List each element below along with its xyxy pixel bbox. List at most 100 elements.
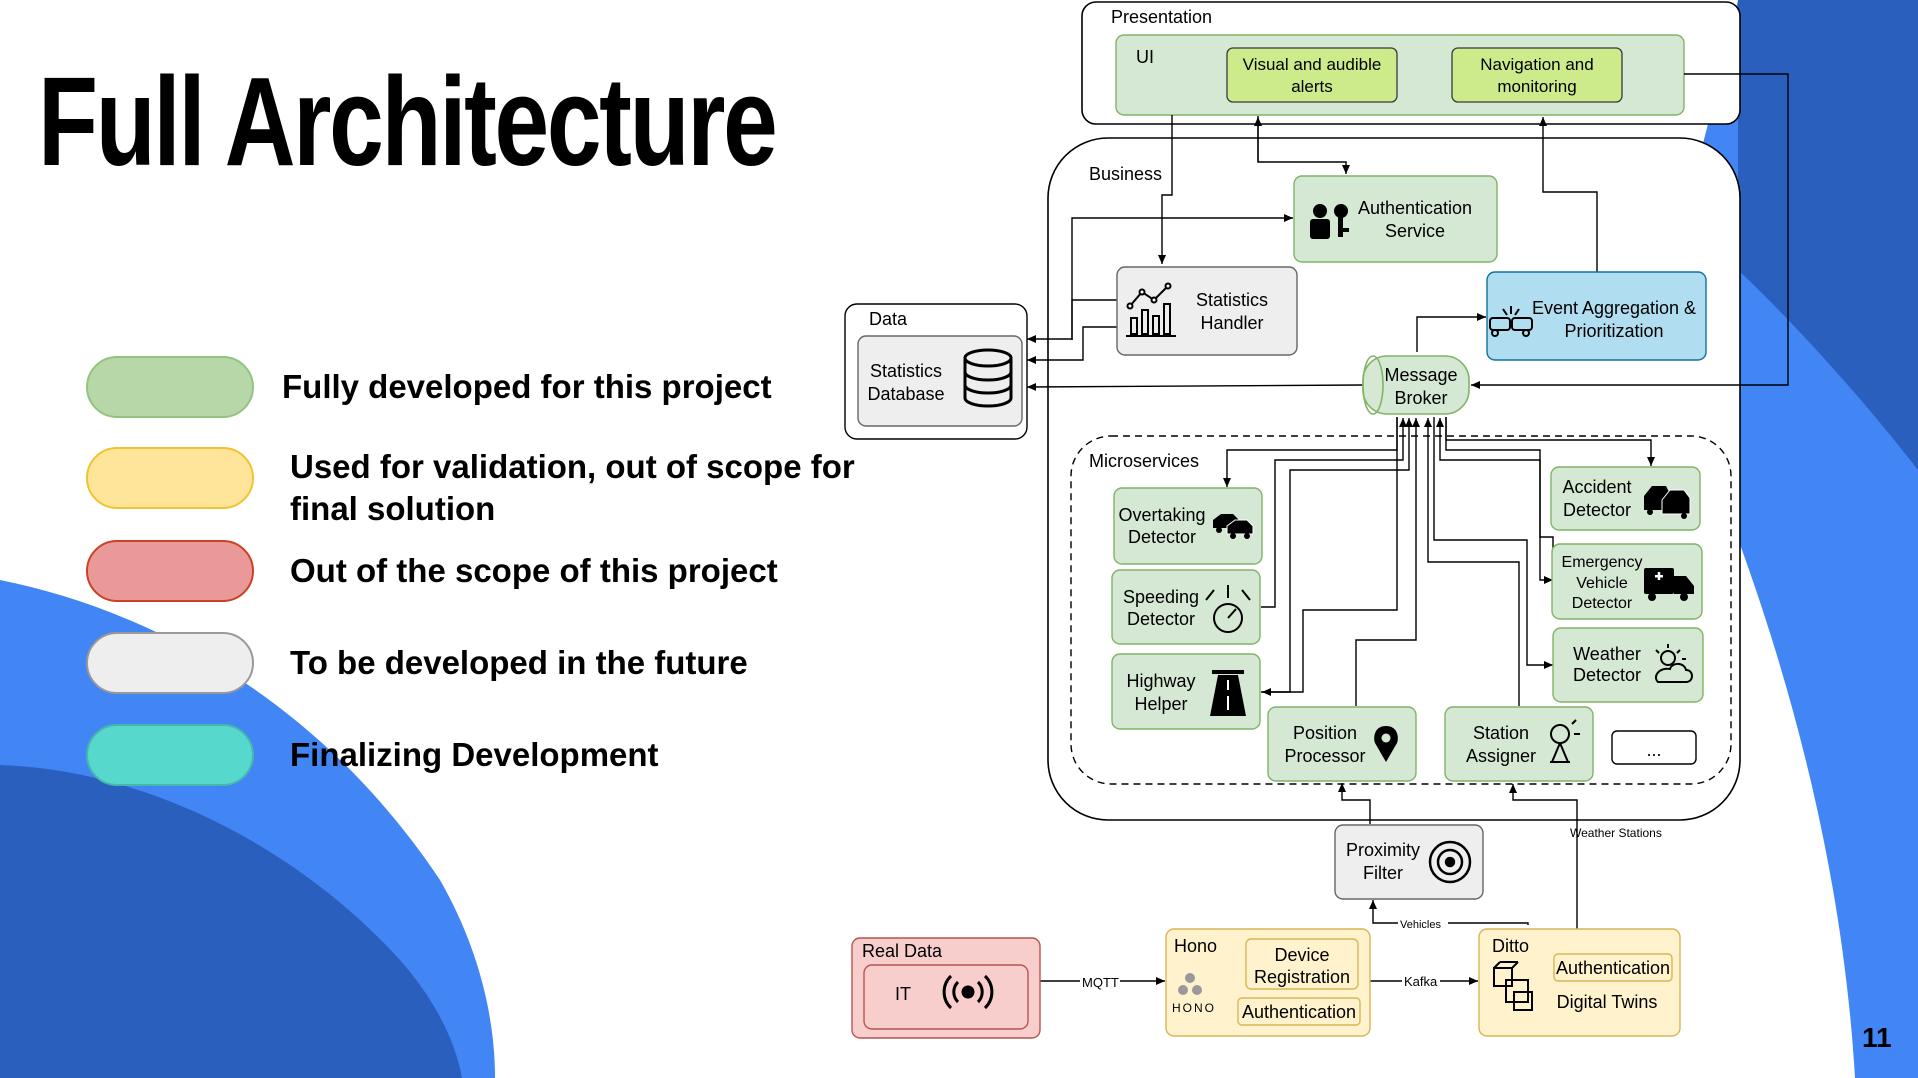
node-highway-helper[interactable]: Highway Helper — [1111, 653, 1261, 730]
hono-logo-text: HONO — [1172, 1001, 1216, 1015]
hono-logo-icon: HONO — [1172, 973, 1216, 1015]
node-statistics-database-line1: Statistics — [870, 361, 942, 381]
overtaking-cars-icon — [1213, 514, 1254, 539]
edge-message-broker-to-event-aggregation — [1416, 313, 1486, 352]
node-emergency-vehicle-detector-line1: Emergency — [1562, 554, 1643, 571]
node-statistics-database-line2: Database — [867, 384, 944, 404]
node-more-placeholder[interactable]: ... — [1611, 730, 1697, 765]
node-speeding-detector[interactable]: Speeding Detector — [1111, 569, 1261, 645]
node-event-aggregation-line2: Prioritization — [1564, 321, 1663, 341]
node-ditto-authentication: Authentication — [1556, 958, 1670, 978]
node-overtaking-detector-line1: Overtaking — [1118, 505, 1205, 525]
edge-station-assigner-to-broker — [1424, 418, 1520, 706]
edge-ui-to-statistics-handler — [1158, 115, 1173, 264]
node-ditto[interactable]: Ditto Authentication Digital Twins — [1478, 928, 1681, 1037]
legend-label-validation: Used for validation, out of scope for fi… — [290, 448, 855, 527]
hono-label: Hono — [1174, 936, 1217, 956]
node-visual-alerts-line2: alerts — [1291, 77, 1333, 96]
legend-label-out-of-scope: Out of the scope of this project — [290, 552, 778, 589]
edge-position-processor-to-broker — [1355, 418, 1420, 706]
node-statistics-handler-line1: Statistics — [1196, 290, 1268, 310]
node-navigation-line1: Navigation and — [1480, 55, 1593, 74]
node-emergency-vehicle-detector[interactable]: Emergency Vehicle Detector — [1551, 543, 1703, 620]
map-pin-icon — [1374, 726, 1398, 762]
node-position-processor-line1: Position — [1293, 723, 1357, 743]
page-number: 11 — [1862, 1022, 1892, 1053]
edge-ditto-to-station-assigner — [1509, 784, 1578, 929]
legend-label-future: To be developed in the future — [290, 644, 748, 681]
node-statistics-database[interactable]: Statistics Database — [857, 335, 1023, 427]
edge-label-mqtt: MQTT — [1082, 975, 1119, 990]
presentation-group-label: Presentation — [1111, 7, 1212, 27]
node-authentication-service[interactable]: Authentication Service — [1293, 175, 1498, 263]
node-speeding-detector-line1: Speeding — [1123, 587, 1199, 607]
legend-label-fully-developed: Fully developed for this project — [282, 368, 772, 405]
microservices-group: Microservices — [1070, 435, 1732, 785]
legend-swatch-future — [86, 632, 254, 694]
node-event-aggregation[interactable]: Event Aggregation & Prioritization — [1486, 271, 1707, 361]
database-icon — [963, 348, 1013, 408]
slide-title: Full Architecture — [38, 51, 778, 192]
node-event-aggregation-line1: Event Aggregation & — [1532, 298, 1696, 318]
highway-icon — [1210, 670, 1246, 716]
crash-icon — [1489, 306, 1533, 337]
node-hono[interactable]: Hono HONO Device Registration Authentica… — [1165, 928, 1371, 1037]
edge-proximity-to-position-processor — [1338, 783, 1371, 824]
data-group-label: Data — [869, 309, 908, 329]
edges — [1026, 73, 1789, 985]
legend-label-finalizing: Finalizing Development — [290, 736, 659, 773]
node-proximity-filter-line2: Filter — [1363, 863, 1403, 883]
node-digital-twins: Digital Twins — [1557, 992, 1658, 1012]
node-message-broker[interactable]: Message Broker — [1362, 355, 1470, 415]
node-emergency-vehicle-detector-line2: Vehicle — [1576, 575, 1628, 592]
weather-station-icon — [1550, 719, 1580, 763]
node-weather-detector[interactable]: Weather Detector — [1552, 627, 1704, 703]
node-device-registration-line2: Registration — [1254, 967, 1350, 987]
legend-swatch-finalizing — [86, 724, 254, 786]
node-more-label: ... — [1646, 740, 1661, 760]
node-message-broker-line2: Broker — [1394, 388, 1447, 408]
ditto-label: Ditto — [1492, 936, 1529, 956]
node-accident-detector-line2: Detector — [1563, 500, 1631, 520]
node-authentication-service-line1: Authentication — [1358, 198, 1472, 218]
node-message-broker-line1: Message — [1384, 365, 1457, 385]
broadcast-icon — [942, 974, 994, 1010]
legend-swatch-validation — [86, 447, 254, 509]
edge-event-aggregation-to-navigation — [1539, 117, 1598, 272]
microservices-group-label: Microservices — [1089, 451, 1199, 471]
node-statistics-handler[interactable]: Statistics Handler — [1116, 266, 1298, 356]
node-proximity-filter-line1: Proximity — [1346, 840, 1420, 860]
partly-cloudy-icon — [1654, 644, 1693, 683]
edge-statistics-handler-to-database-2 — [1027, 326, 1118, 364]
ui-group-label: UI — [1136, 47, 1154, 67]
node-accident-detector[interactable]: Accident Detector — [1550, 466, 1701, 531]
ambulance-icon — [1644, 568, 1694, 601]
node-proximity-filter[interactable]: Proximity Filter — [1334, 824, 1484, 900]
node-device-registration-line1: Device — [1274, 945, 1329, 965]
real-data-label: Real Data — [862, 941, 943, 961]
edge-ui-to-message-broker — [1471, 73, 1789, 389]
radar-icon — [1428, 840, 1472, 884]
edge-statistics-handler-to-database-1 — [1027, 299, 1118, 343]
speedometer-icon — [1205, 585, 1251, 633]
node-position-processor-line2: Processor — [1284, 746, 1365, 766]
edge-labels: MQTT Kafka Vehicles Weather Stations — [1080, 826, 1662, 990]
node-position-processor[interactable]: Position Processor — [1267, 706, 1417, 782]
node-hono-authentication: Authentication — [1242, 1002, 1356, 1022]
node-navigation-line2: monitoring — [1497, 77, 1576, 96]
business-group-label: Business — [1089, 164, 1162, 184]
node-navigation[interactable]: Navigation and monitoring — [1451, 47, 1623, 103]
car-crash-icon — [1644, 486, 1691, 519]
node-station-assigner[interactable]: Station Assigner — [1444, 706, 1594, 782]
node-real-data[interactable]: Real Data IT — [851, 937, 1041, 1039]
node-weather-detector-line2: Detector — [1573, 665, 1641, 685]
edge-label-weather-stations: Weather Stations — [1570, 826, 1662, 840]
node-overtaking-detector[interactable]: Overtaking Detector — [1113, 487, 1263, 565]
key-users-icon — [1310, 204, 1349, 239]
node-visual-alerts[interactable]: Visual and audible alerts — [1226, 47, 1398, 103]
edge-broker-to-weather — [1433, 417, 1553, 669]
node-authentication-service-line2: Service — [1385, 221, 1445, 241]
edge-label-vehicles: Vehicles — [1400, 919, 1441, 931]
